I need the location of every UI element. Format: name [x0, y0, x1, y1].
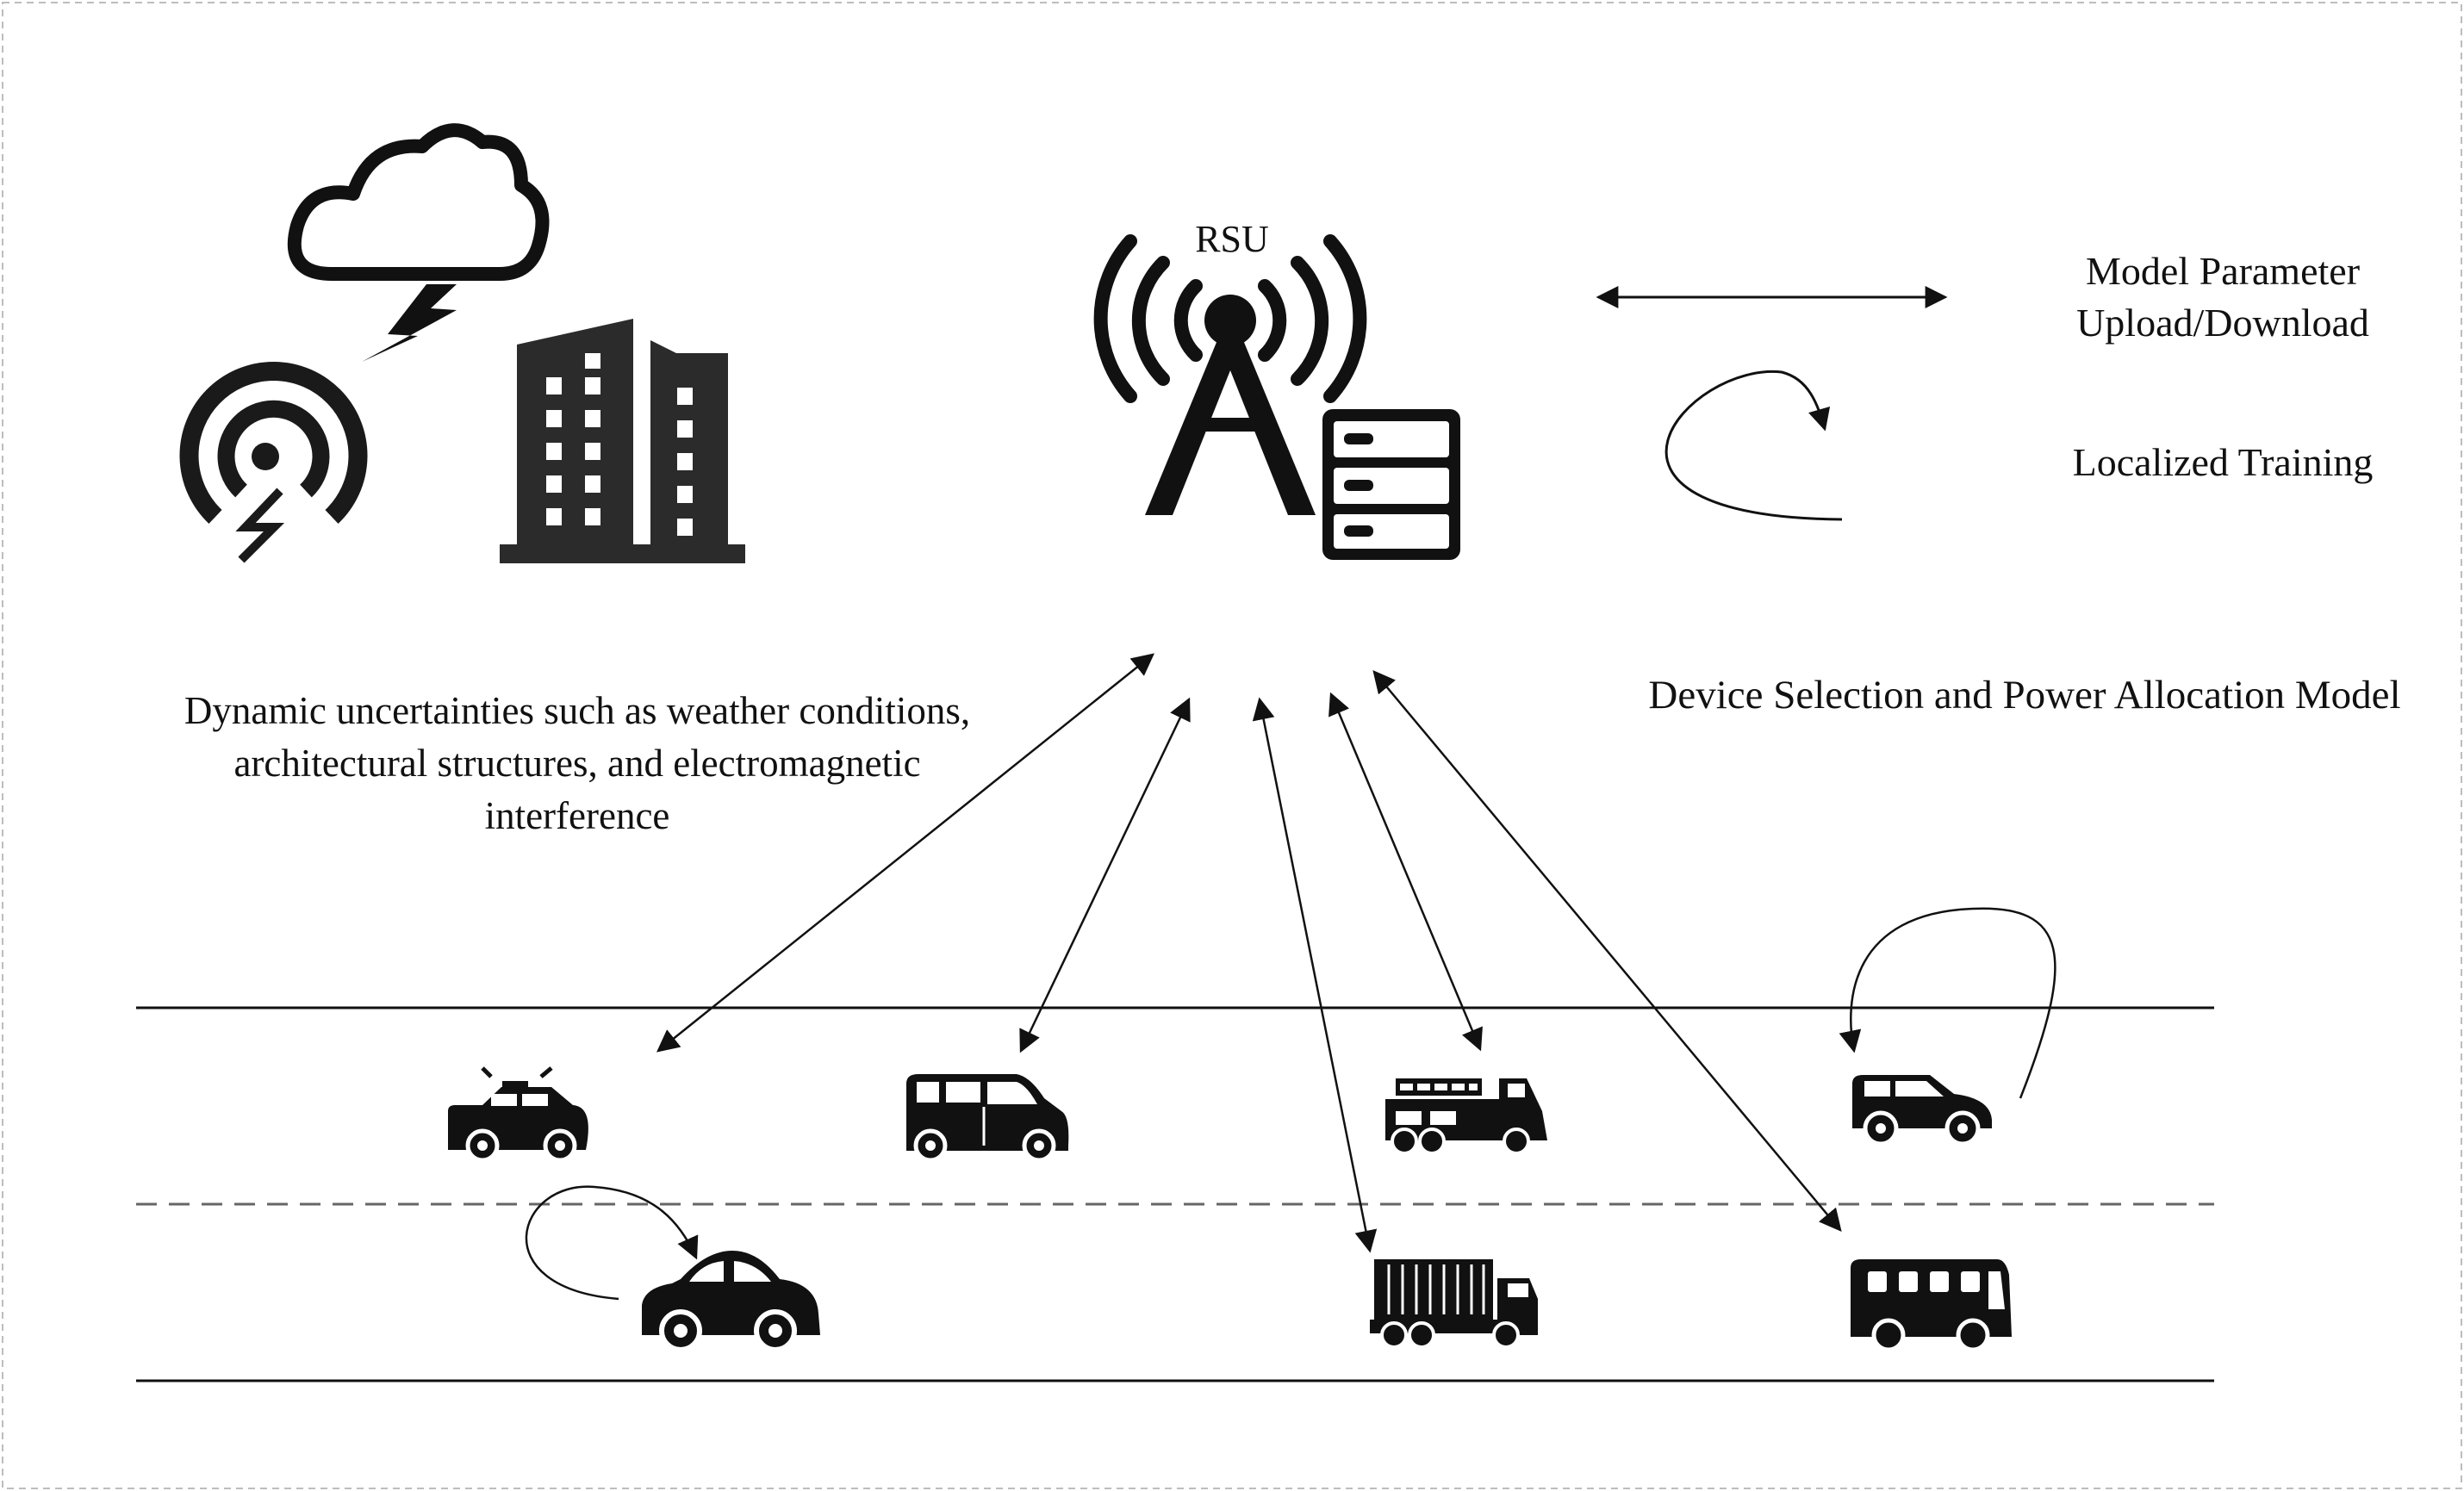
link-cargo-truck — [1252, 697, 1378, 1253]
suv-icon — [1852, 1075, 1992, 1146]
cloud-lightning-icon — [287, 123, 550, 362]
local-training-loop-compact-car — [525, 1185, 699, 1301]
legend-localized-training-label: Localized Training — [2072, 440, 2374, 484]
local-training-loop-suv — [1839, 907, 2056, 1099]
legend-loop-arrow — [1664, 370, 1843, 521]
radio-tower-icon — [1093, 234, 1367, 515]
legend-upload-download-label: Model Parameter Upload/Download — [1982, 245, 2464, 349]
fire-truck-icon — [1385, 1078, 1547, 1155]
rsu-label: RSU — [1195, 218, 1269, 260]
link-bus — [1372, 670, 1842, 1232]
bus-icon — [1851, 1259, 2012, 1352]
signal-interference-icon — [179, 362, 368, 563]
legend-upload-download-line1: Model Parameter — [2085, 249, 2361, 293]
communication-links — [656, 653, 1842, 1253]
cargo-truck-icon — [1370, 1259, 1538, 1349]
buildings-icon — [500, 319, 745, 563]
uncertainty-label: Dynamic uncertainties such as weather co… — [184, 689, 971, 837]
link-fire-truck — [1328, 692, 1483, 1052]
minivan-icon — [906, 1074, 1069, 1163]
server-rack-icon — [1322, 409, 1460, 560]
link-minivan — [1019, 697, 1191, 1053]
model-label: Device Selection and Power Allocation Mo… — [1648, 673, 2401, 718]
compact-car-icon — [642, 1251, 820, 1352]
legend-upload-download-line2: Upload/Download — [2076, 301, 2369, 345]
police-car-icon — [448, 1066, 588, 1163]
